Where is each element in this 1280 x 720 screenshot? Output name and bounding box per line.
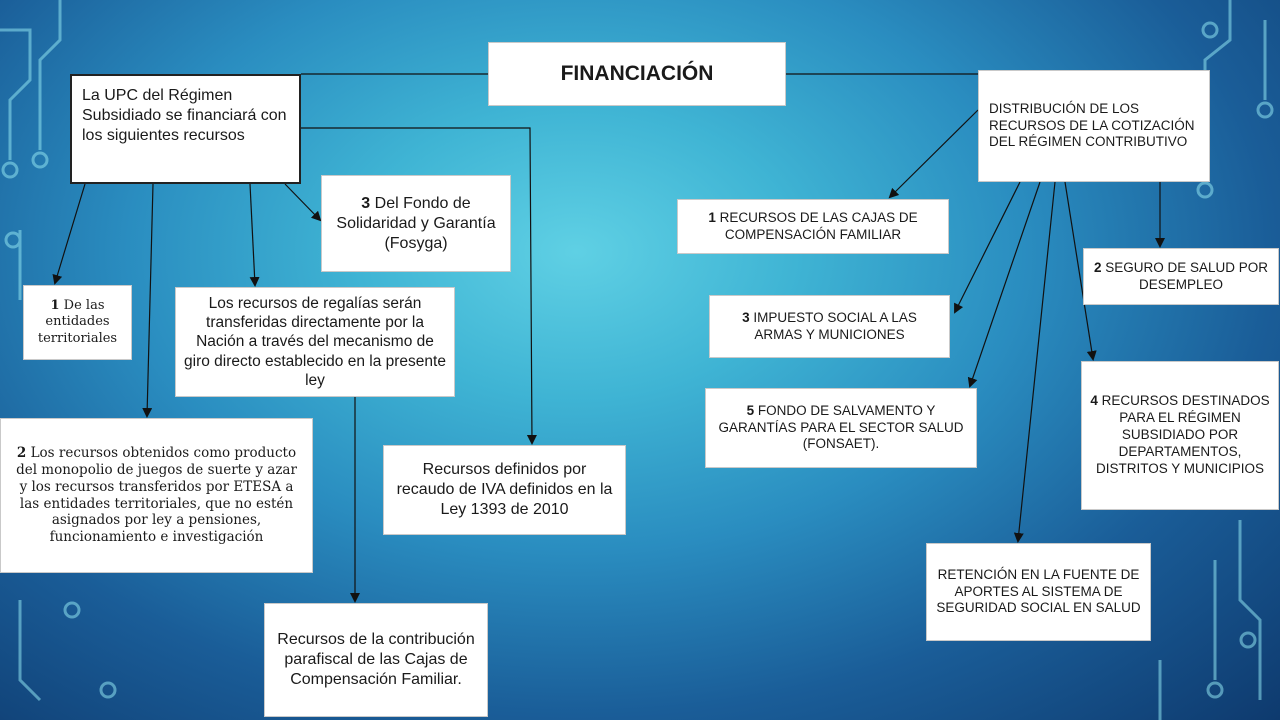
retencion-fuente-box: RETENCIÓN EN LA FUENTE DE APORTES AL SIS…	[926, 543, 1151, 641]
juegos-suerte-azar-content: 2 Los recursos obtenidos como producto d…	[11, 445, 302, 546]
fosyga-number: 3	[361, 194, 371, 212]
iva-box: Recursos definidos por recaudo de IVA de…	[383, 445, 626, 535]
juegos-suerte-azar-number: 2	[16, 444, 27, 461]
juegos-suerte-azar-box: 2 Los recursos obtenidos como producto d…	[0, 418, 313, 573]
parafiscal-text: Recursos de la contribución parafiscal d…	[277, 631, 475, 688]
cajas-compensacion-box: 1 RECURSOS DE LAS CAJAS DE COMPENSACIÓN …	[677, 199, 949, 254]
entidades-territoriales-content: 1 De las entidades territoriales	[28, 298, 127, 347]
cajas-compensacion-text: RECURSOS DE LAS CAJAS DE COMPENSACIÓN FA…	[715, 209, 918, 242]
departamentos-box: 4 RECURSOS DESTINADOS PARA EL RÉGIMEN SU…	[1081, 361, 1279, 510]
entidades-territoriales-number: 1	[50, 298, 60, 314]
parafiscal-box: Recursos de la contribución parafiscal d…	[264, 603, 488, 717]
distribucion-header-text: DISTRIBUCIÓN DE LOS RECURSOS DE LA COTIZ…	[989, 100, 1195, 150]
diagram-title-text: FINANCIACIÓN	[560, 61, 714, 85]
seguro-desempleo-box: 2 SEGURO DE SALUD POR DESEMPLEO	[1083, 248, 1279, 305]
impuesto-armas-number: 3	[742, 309, 750, 325]
seguro-desempleo-number: 2	[1093, 259, 1102, 275]
impuesto-armas-content: 3 IMPUESTO SOCIAL A LAS ARMAS Y MUNICION…	[718, 310, 941, 344]
fonsaet-number: 5	[746, 402, 755, 418]
entidades-territoriales-text: De las entidades territoriales	[37, 298, 118, 346]
fosyga-content: 3 Del Fondo de Solidaridad y Garantía (F…	[332, 194, 500, 254]
cajas-compensacion-content: 1 RECURSOS DE LAS CAJAS DE COMPENSACIÓN …	[686, 210, 940, 244]
upc-header-text: La UPC del Régimen Subsidiado se financi…	[82, 87, 287, 144]
fosyga-text: Del Fondo de Solidaridad y Garantía (Fos…	[336, 194, 496, 252]
regalias-text: Los recursos de regalías serán transferi…	[184, 294, 446, 390]
diagram-title: FINANCIACIÓN	[488, 42, 786, 106]
impuesto-armas-text: IMPUESTO SOCIAL A LAS ARMAS Y MUNICIONES	[749, 309, 917, 342]
seguro-desempleo-content: 2 SEGURO DE SALUD POR DESEMPLEO	[1092, 260, 1270, 294]
retencion-fuente-text: RETENCIÓN EN LA FUENTE DE APORTES AL SIS…	[936, 566, 1141, 616]
entidades-territoriales-box: 1 De las entidades territoriales	[23, 285, 132, 360]
regalias-box: Los recursos de regalías serán transferi…	[175, 287, 455, 397]
iva-text: Recursos definidos por recaudo de IVA de…	[396, 461, 613, 518]
departamentos-number: 4	[1090, 393, 1098, 409]
cajas-compensacion-number: 1	[708, 209, 716, 225]
fonsaet-box: 5 FONDO DE SALVAMENTO Y GARANTÍAS PARA E…	[705, 388, 977, 468]
fonsaet-content: 5 FONDO DE SALVAMENTO Y GARANTÍAS PARA E…	[714, 403, 968, 454]
departamentos-text: RECURSOS DESTINADOS PARA EL RÉGIMEN SUBS…	[1095, 393, 1270, 476]
upc-header-box: La UPC del Régimen Subsidiado se financi…	[70, 74, 301, 184]
impuesto-armas-box: 3 IMPUESTO SOCIAL A LAS ARMAS Y MUNICION…	[709, 295, 950, 358]
departamentos-content: 4 RECURSOS DESTINADOS PARA EL RÉGIMEN SU…	[1090, 393, 1270, 477]
fonsaet-text: FONDO DE SALVAMENTO Y GARANTÍAS PARA EL …	[718, 402, 964, 452]
juegos-suerte-azar-text: Los recursos obtenidos como producto del…	[16, 444, 297, 546]
seguro-desempleo-text: SEGURO DE SALUD POR DESEMPLEO	[1101, 259, 1269, 292]
fosyga-box: 3 Del Fondo de Solidaridad y Garantía (F…	[321, 175, 511, 272]
distribucion-header-box: DISTRIBUCIÓN DE LOS RECURSOS DE LA COTIZ…	[978, 70, 1210, 182]
